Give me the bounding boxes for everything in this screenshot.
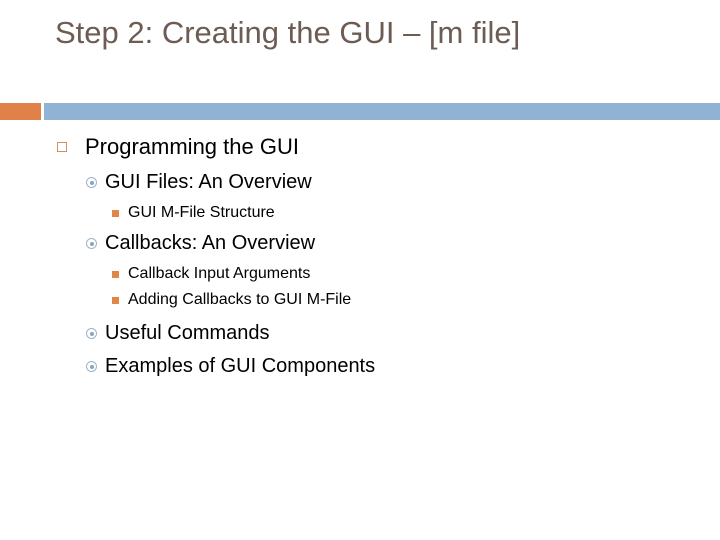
list-item-label: GUI M-File Structure xyxy=(128,204,275,221)
list-item-label: GUI Files: An Overview xyxy=(105,171,312,193)
list-item: Adding Callbacks to GUI M-File xyxy=(0,287,720,313)
target-dot-bullet-icon xyxy=(86,318,105,349)
list-item: GUI M-File Structure xyxy=(0,200,720,226)
page-title: Step 2: Creating the GUI – [m file] xyxy=(55,15,521,50)
list-item: GUI Files: An Overview xyxy=(0,167,720,198)
blue-rule-bar xyxy=(44,103,720,120)
list-item: Examples of GUI Components xyxy=(0,351,720,382)
list-item-label: Useful Commands xyxy=(105,322,270,344)
list-item: Useful Commands xyxy=(0,318,720,349)
list-item-label: Examples of GUI Components xyxy=(105,355,376,377)
filled-square-bullet-icon xyxy=(112,261,128,287)
filled-square-bullet-icon xyxy=(112,287,128,313)
title-divider xyxy=(0,103,720,120)
bullet-list: Programming the GUI GUI Files: An Overvi… xyxy=(0,132,720,382)
list-item: Programming the GUI xyxy=(0,132,720,162)
orange-accent-block xyxy=(0,103,41,120)
title-block: Step 2: Creating the GUI – [m file] xyxy=(55,12,655,54)
target-dot-bullet-icon xyxy=(86,228,105,259)
list-item-label: Callbacks: An Overview xyxy=(105,232,316,254)
list-item-label: Adding Callbacks to GUI M-File xyxy=(128,291,352,308)
list-item: Callbacks: An Overview xyxy=(0,228,720,259)
list-item-label: Callback Input Arguments xyxy=(128,265,311,282)
hollow-square-bullet-icon xyxy=(57,132,85,162)
filled-square-bullet-icon xyxy=(112,200,128,226)
list-item-label: Programming the GUI xyxy=(85,134,299,159)
target-dot-bullet-icon xyxy=(86,167,105,198)
list-item: Callback Input Arguments xyxy=(0,261,720,287)
target-dot-bullet-icon xyxy=(86,351,105,382)
